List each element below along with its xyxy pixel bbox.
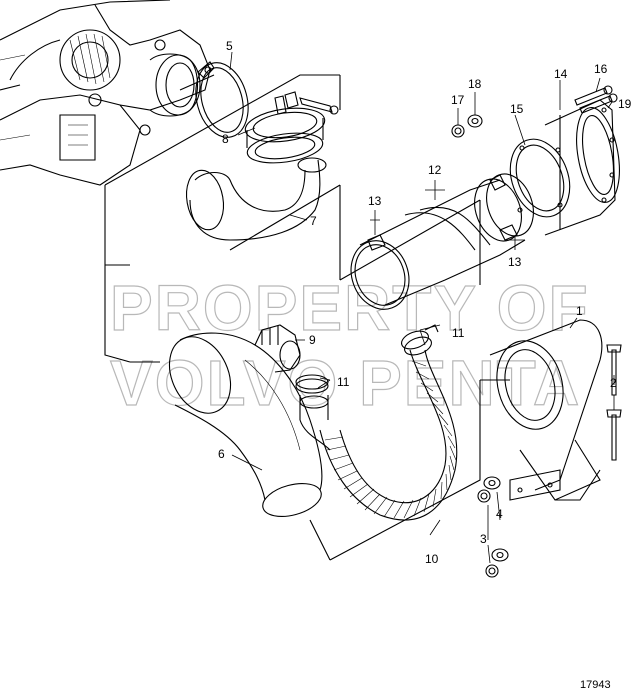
- engine-block: [0, 0, 211, 186]
- leader-lines: [229, 51, 615, 564]
- part-3-nuts: [477, 489, 499, 578]
- callout-13-left: 13: [368, 194, 382, 208]
- callout-numbers: 5 8 7 9 6 11 11 10 12 13 13 14 15 16 17 …: [218, 39, 632, 566]
- callout-11-left: 11: [337, 375, 350, 389]
- part-12-hose-coupling: [350, 173, 534, 310]
- callout-15: 15: [510, 102, 524, 116]
- part-8-flange-ring: [244, 91, 339, 164]
- callout-6: 6: [218, 447, 225, 461]
- watermark-line-1: PROPERTY OF: [110, 272, 590, 344]
- part-7-elbow-pipe: [185, 157, 327, 241]
- reference-number: 17943: [580, 679, 611, 691]
- callout-1: 1: [576, 304, 583, 318]
- part-5-clamp-ring: [179, 61, 249, 138]
- part-15-gasket: [509, 138, 571, 218]
- part-9-elbow-fitting: [254, 324, 301, 373]
- part-4-washers: [483, 476, 509, 562]
- callout-3: 3: [480, 532, 487, 546]
- callout-14: 14: [554, 67, 568, 81]
- part-10-corrugated-hose: [319, 349, 458, 521]
- part-11-hose-clamp-right: [401, 324, 439, 356]
- part-1-outlet-housing: [489, 319, 603, 501]
- part-11-hose-clamp-left: [295, 374, 331, 451]
- part-16-19-bolts: [574, 85, 618, 114]
- callout-19: 19: [618, 97, 632, 111]
- callout-2: 2: [610, 376, 617, 390]
- callout-11-right: 11: [452, 326, 465, 340]
- callout-7: 7: [310, 214, 317, 228]
- part-18-washer: [467, 114, 483, 128]
- callout-9: 9: [309, 333, 316, 347]
- callout-12: 12: [428, 163, 442, 177]
- callout-13-right: 13: [508, 255, 522, 269]
- watermark: PROPERTY OF VOLVO PENTA: [109, 271, 590, 419]
- part-17-nut: [451, 124, 465, 138]
- callout-18: 18: [468, 77, 482, 91]
- callout-4: 4: [496, 507, 503, 521]
- part-2-bolts: [606, 344, 622, 461]
- callout-8: 8: [222, 132, 229, 146]
- part-14-flanged-tube: [544, 99, 620, 236]
- callout-16: 16: [594, 62, 608, 76]
- watermark-line-2: VOLVO PENTA: [110, 347, 581, 419]
- callout-10: 10: [425, 552, 439, 566]
- callout-5: 5: [226, 39, 233, 53]
- part-6-intake-pipe: [168, 332, 323, 517]
- callout-17: 17: [451, 93, 465, 107]
